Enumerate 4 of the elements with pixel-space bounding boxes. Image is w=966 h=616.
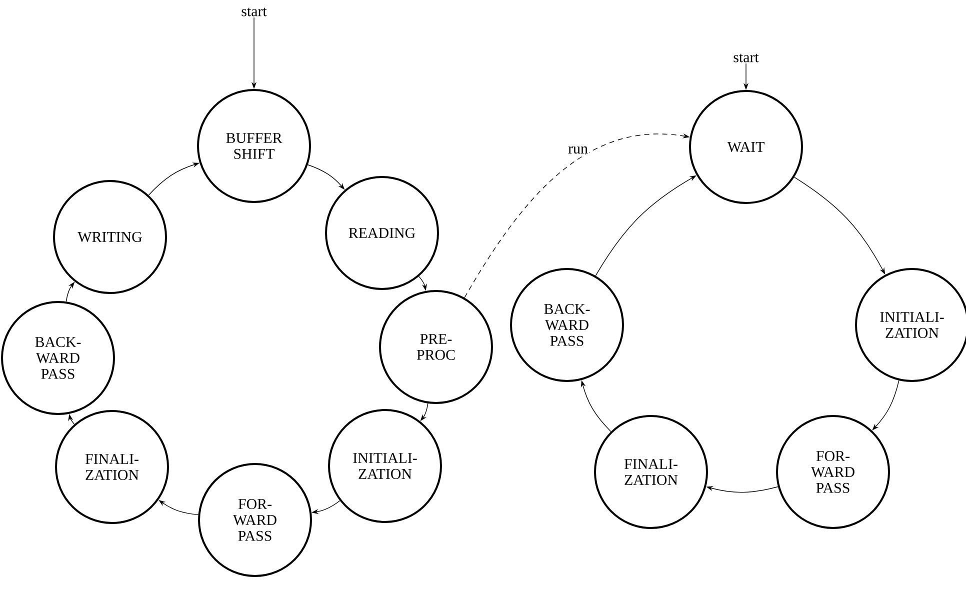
state-label: start	[734, 54, 759, 62]
arrow	[872, 380, 900, 430]
edge-label: run	[567, 145, 589, 155]
state-label: start	[242, 8, 267, 16]
